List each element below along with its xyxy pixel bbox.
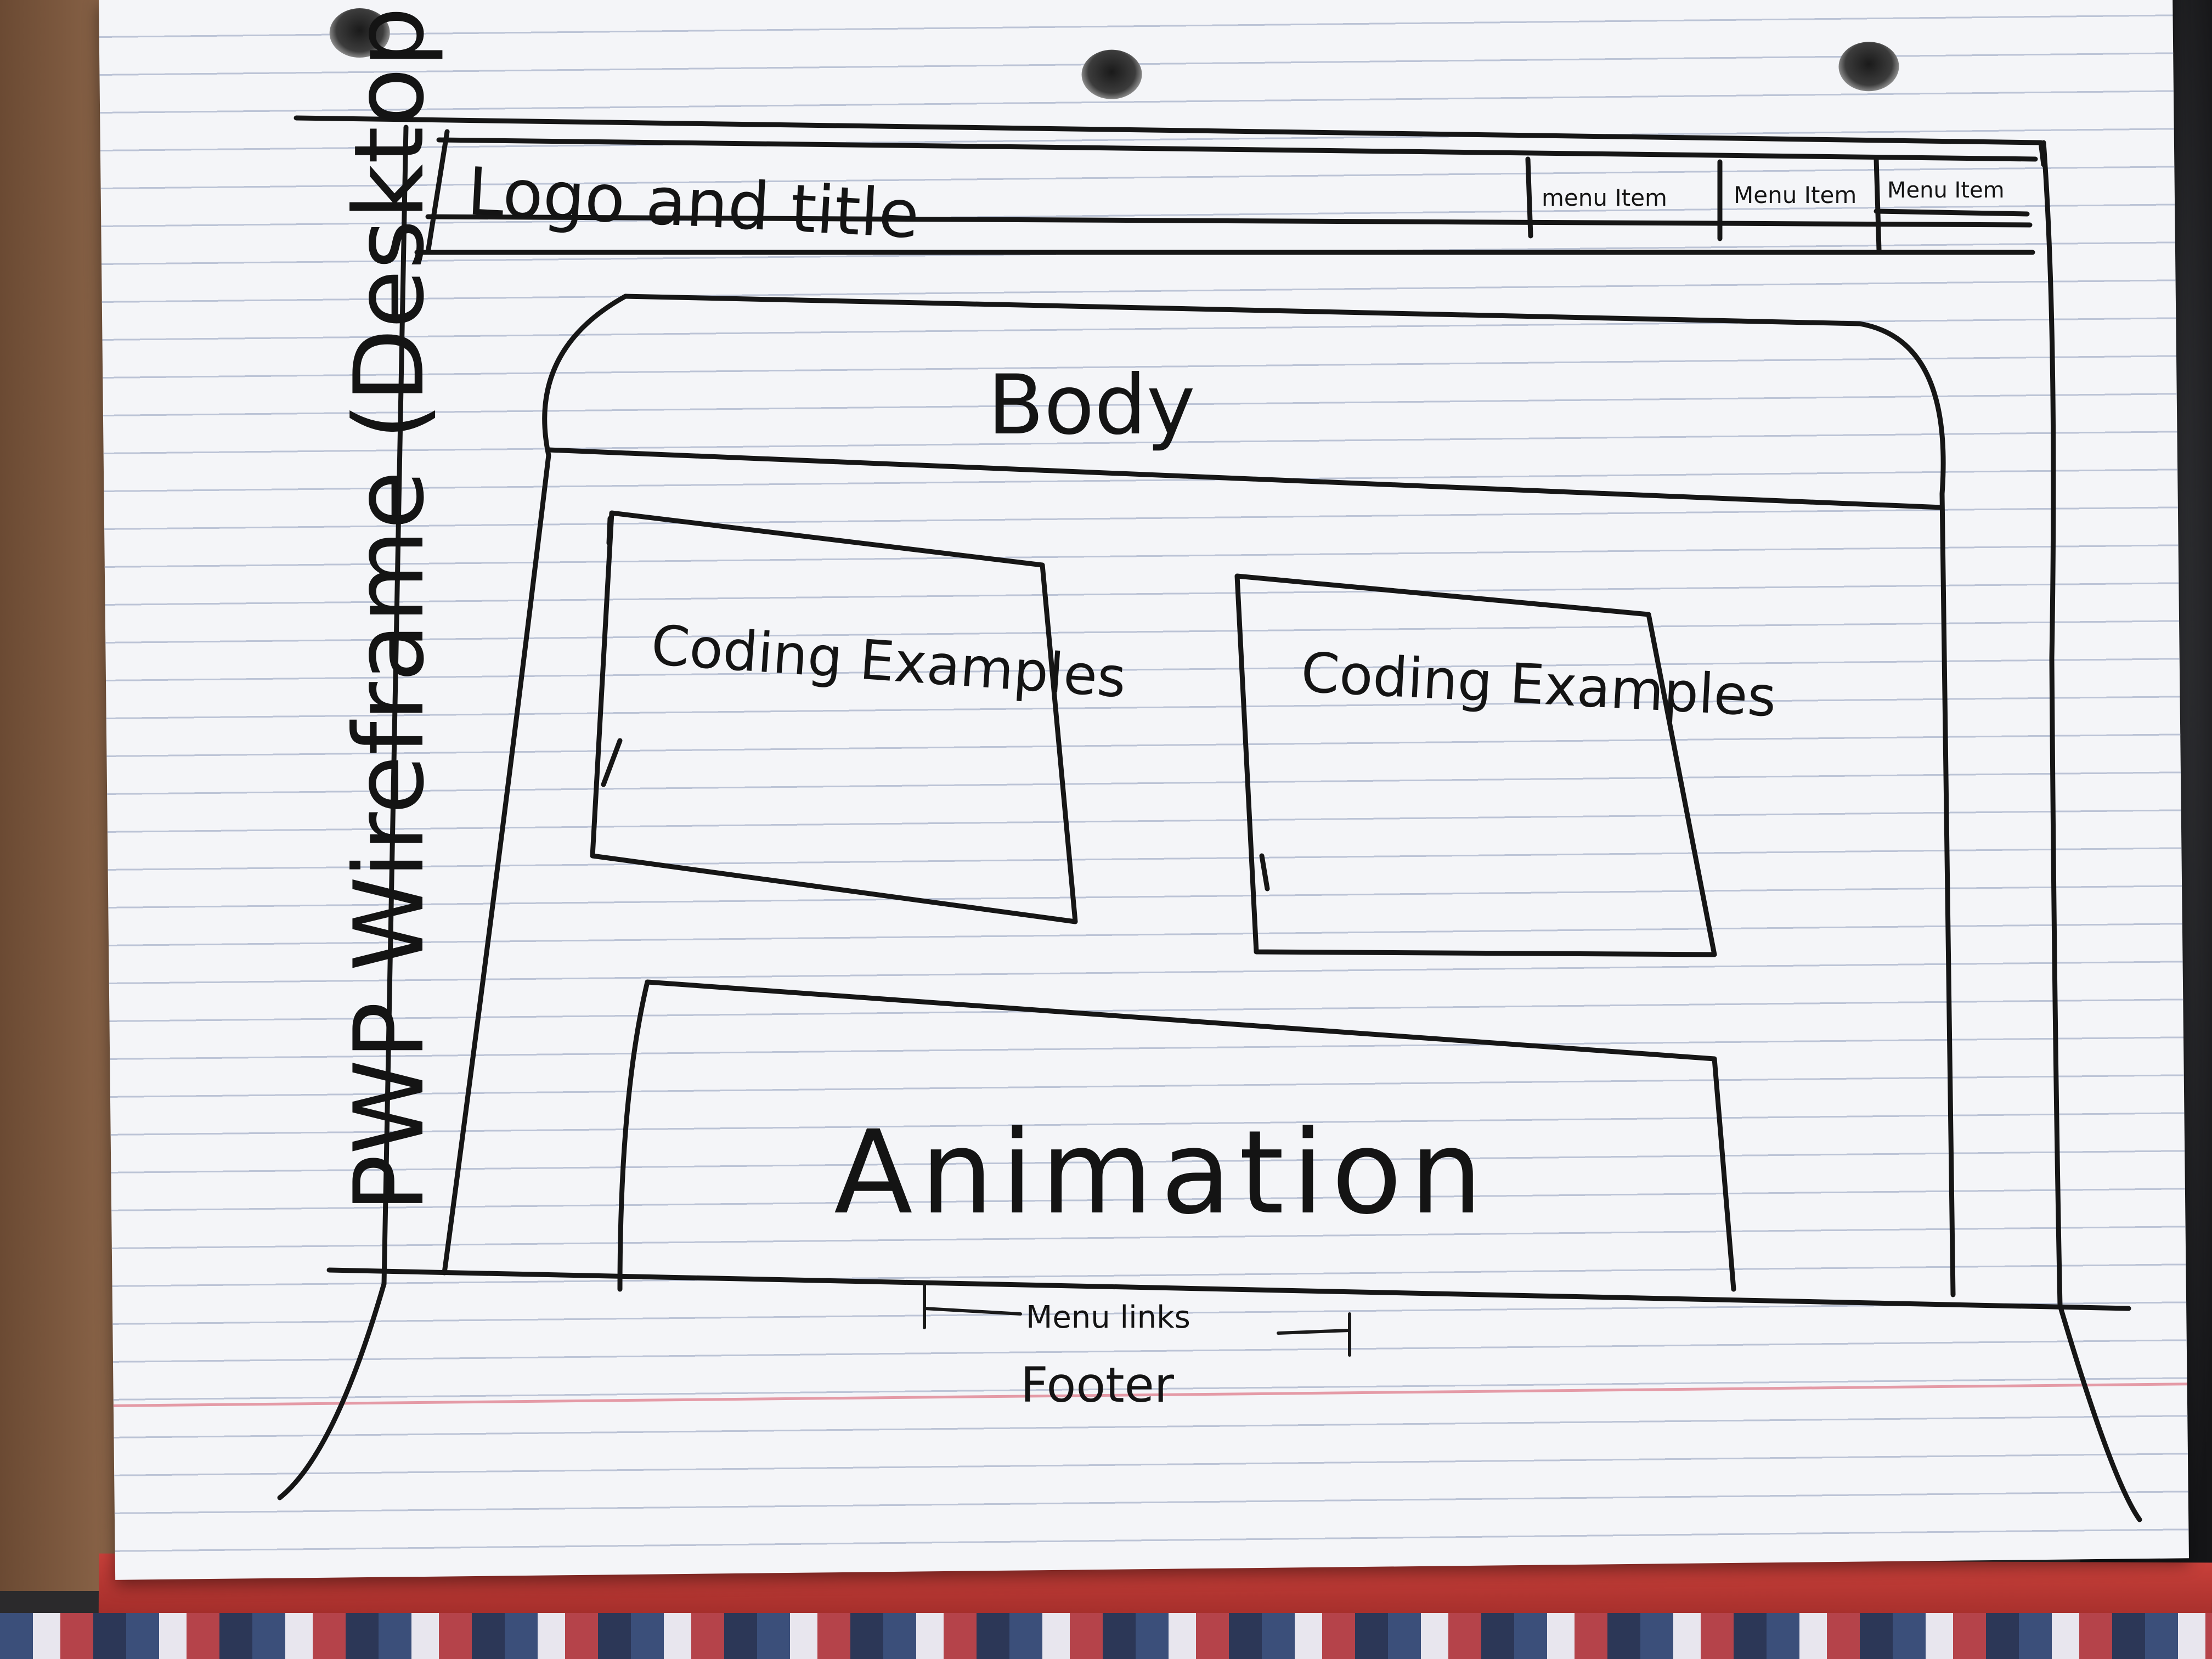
card-2-frame <box>1234 573 1717 957</box>
body-label: Body <box>988 358 1195 453</box>
header-menu-item-1: menu Item <box>1542 184 1667 211</box>
wireframe-side-title: PWP Wireframe (Desktop) <box>334 0 445 1212</box>
card-1-frame <box>590 510 1078 924</box>
footer-rule <box>326 1267 2131 1311</box>
header-logo-title: Logo and title <box>465 154 921 253</box>
header-bar <box>414 129 2038 255</box>
body-container <box>442 294 1956 1297</box>
header-menu-item-3: Menu Item <box>1887 178 2005 203</box>
outer-frame <box>294 115 2142 1522</box>
footer-label: Footer <box>1020 1357 1175 1413</box>
fabric-backdrop <box>0 1613 2212 1659</box>
outer-frame-left <box>277 1281 387 1500</box>
card-1-label: Coding Examples <box>649 613 1128 710</box>
footer-menu-links: Menu links <box>1026 1300 1190 1335</box>
animation-frame <box>617 979 1736 1292</box>
header-menu-item-2: Menu Item <box>1734 182 1857 208</box>
animation-label: Animation <box>834 1105 1491 1240</box>
body-title-rule <box>546 447 1945 510</box>
card-2-label: Coding Examples <box>1300 640 1778 729</box>
menu-dividers <box>1525 156 2030 252</box>
menu-links-bracket <box>923 1282 1351 1357</box>
